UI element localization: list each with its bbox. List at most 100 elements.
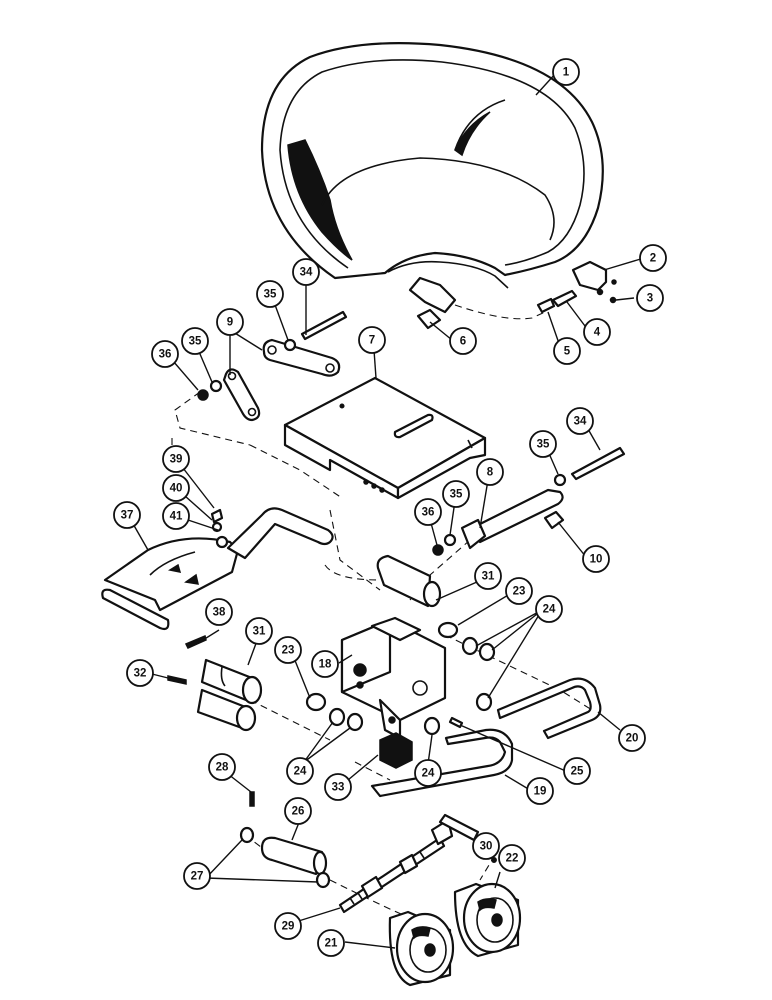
- callout-26: 26: [284, 797, 312, 825]
- callout-circle: [553, 337, 581, 365]
- callout-circle: [583, 318, 611, 346]
- callout-number: 21: [325, 938, 338, 950]
- callout-6: 6: [449, 327, 477, 355]
- callout-circle: [245, 617, 273, 645]
- callout-circle: [636, 284, 664, 312]
- callout-circle: [505, 577, 533, 605]
- callout-24a: 24: [535, 595, 563, 623]
- callout-circle: [317, 929, 345, 957]
- callout-circle: [274, 636, 302, 664]
- callout-23b: 23: [274, 636, 302, 664]
- callout-circle: [618, 724, 646, 752]
- callout-number: 7: [369, 335, 375, 347]
- callout-number: 33: [332, 782, 345, 794]
- rubber-block: [379, 732, 413, 769]
- callout-18: 18: [311, 650, 339, 678]
- callout-circle: [205, 598, 233, 626]
- callout-number: 35: [264, 289, 277, 301]
- callout-circle: [449, 327, 477, 355]
- links-and-bolts-left: [197, 310, 348, 422]
- callout-circle: [256, 280, 284, 308]
- bushings: [196, 554, 442, 732]
- callout-circle: [472, 832, 500, 860]
- callout-number: 31: [482, 571, 495, 583]
- callout-7: 7: [358, 326, 386, 354]
- callout-32: 32: [126, 659, 154, 687]
- callout-circle: [358, 326, 386, 354]
- callout-circle: [162, 502, 190, 530]
- callout-number: 10: [590, 554, 603, 566]
- callout-number: 30: [480, 841, 493, 853]
- callout-31b: 31: [245, 617, 273, 645]
- callout-4: 4: [583, 318, 611, 346]
- callout-39: 39: [162, 445, 190, 473]
- callout-circle: [474, 562, 502, 590]
- callout-10: 10: [582, 545, 610, 573]
- callout-number: 27: [191, 871, 204, 883]
- callout-number: 9: [227, 317, 233, 329]
- center-bracket: [340, 616, 447, 740]
- callout-22: 22: [498, 844, 526, 872]
- callout-circle: [639, 244, 667, 272]
- callout-number: 24: [422, 768, 435, 780]
- callout-number: 8: [487, 467, 494, 479]
- callout-number: 24: [294, 766, 307, 778]
- callout-number: 6: [460, 336, 466, 348]
- callout-circle: [498, 844, 526, 872]
- callout-circle: [113, 501, 141, 529]
- loop-arms: [370, 677, 602, 798]
- callout-34b: 34: [566, 407, 594, 435]
- seat-hardware: [416, 260, 617, 330]
- callout-number: 26: [292, 806, 305, 818]
- callout-number: 22: [506, 853, 519, 865]
- callout-1: 1: [552, 58, 580, 86]
- callout-35c: 35: [529, 430, 557, 458]
- callout-number: 32: [134, 668, 147, 680]
- callout-circle: [414, 498, 442, 526]
- callout-number: 36: [422, 507, 435, 519]
- callout-circle: [566, 407, 594, 435]
- callout-number: 3: [647, 293, 653, 305]
- callout-circle: [526, 777, 554, 805]
- callout-21: 21: [317, 929, 345, 957]
- callout-circle: [535, 595, 563, 623]
- callout-35b: 35: [181, 327, 209, 355]
- callout-8: 8: [476, 458, 504, 486]
- callout-number: 23: [282, 645, 295, 657]
- callout-number: 23: [513, 586, 526, 598]
- callout-number: 25: [571, 766, 584, 778]
- callout-35d: 35: [442, 480, 470, 508]
- callout-20: 20: [618, 724, 646, 752]
- callout-41: 41: [162, 502, 190, 530]
- callout-31a: 31: [474, 562, 502, 590]
- callout-2: 2: [639, 244, 667, 272]
- seat-plate: [283, 376, 487, 500]
- callout-30: 30: [472, 832, 500, 860]
- callout-number: 41: [170, 511, 183, 523]
- callout-number: 39: [170, 454, 183, 466]
- callout-5: 5: [553, 337, 581, 365]
- callout-circle: [183, 862, 211, 890]
- callout-number: 19: [534, 786, 547, 798]
- callout-circle: [529, 430, 557, 458]
- callout-circle: [274, 912, 302, 940]
- callout-40: 40: [162, 474, 190, 502]
- callout-number: 20: [626, 733, 639, 745]
- callout-number: 18: [319, 659, 332, 671]
- swing-link: [101, 507, 334, 631]
- callout-circle: [292, 258, 320, 286]
- callout-number: 35: [537, 439, 550, 451]
- callout-number: 38: [213, 607, 226, 619]
- adjust-lever: [432, 446, 626, 556]
- callout-circle: [311, 650, 339, 678]
- seat-pan: [260, 42, 604, 314]
- callout-29: 29: [274, 912, 302, 940]
- callout-33: 33: [324, 773, 352, 801]
- pins: [167, 634, 255, 807]
- callout-35a: 35: [256, 280, 284, 308]
- callout-37: 37: [113, 501, 141, 529]
- callout-38: 38: [205, 598, 233, 626]
